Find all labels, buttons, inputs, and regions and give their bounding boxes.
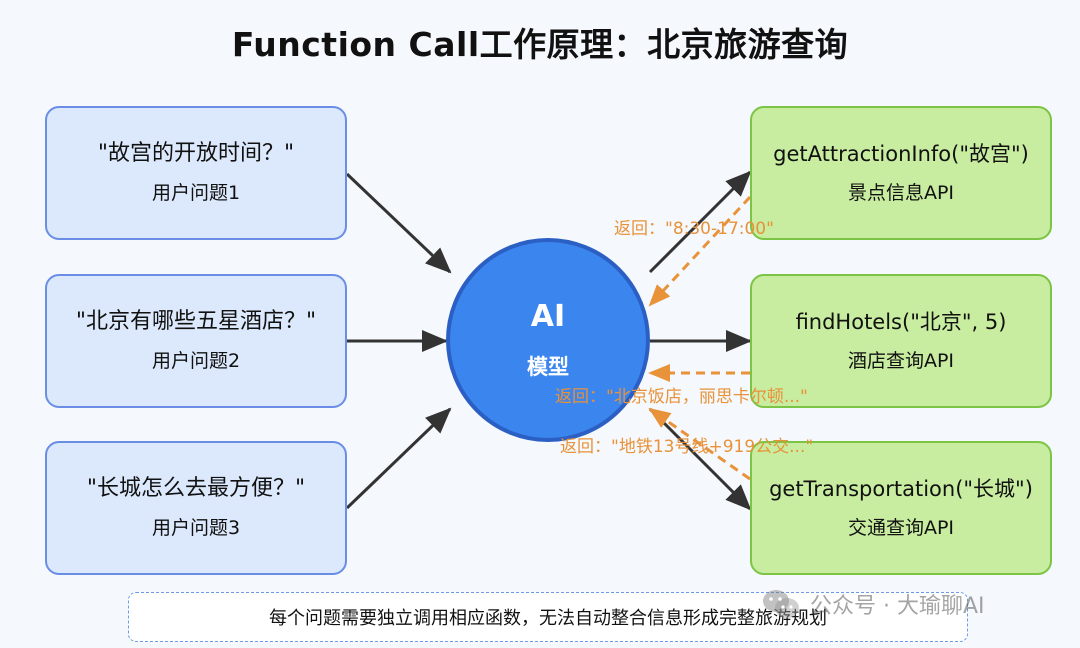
api-label-1: 景点信息API	[847, 182, 955, 204]
api-label-2: 酒店查询API	[847, 350, 955, 372]
api-call-2: findHotels("北京", 5)	[795, 310, 1007, 334]
question-label-1: 用户问题1	[151, 182, 241, 204]
api-box-3: getTransportation("长城") 交通查询API	[750, 441, 1052, 575]
return-label-2: 返回："北京饭店，丽思卡尔顿..."	[555, 387, 808, 407]
api-label-3: 交通查询API	[847, 517, 955, 539]
question-text-2: "北京有哪些五星酒店？"	[75, 309, 317, 334]
wechat-icon	[763, 590, 799, 618]
api-box-2: findHotels("北京", 5) 酒店查询API	[750, 274, 1052, 408]
api-call-3: getTransportation("长城")	[769, 477, 1033, 501]
watermark-text: 公众号 · 大瑜聊AI	[810, 594, 985, 619]
arrow-ai-api1	[648, 170, 752, 274]
return-label-3: 返回："地铁13号线+919公交..."	[560, 437, 814, 457]
watermark: 公众号 · 大瑜聊AI	[762, 588, 985, 620]
arrow-q1-ai	[345, 172, 452, 274]
ai-subtitle: 模型	[527, 355, 569, 379]
question-text-1: "故宫的开放时间？"	[97, 141, 295, 166]
question-text-3: "长城怎么去最方便？"	[86, 476, 306, 501]
question-label-2: 用户问题2	[151, 350, 241, 372]
question-box-3: "长城怎么去最方便？" 用户问题3	[45, 441, 347, 575]
ai-title: AI	[530, 299, 566, 334]
arrow-q3-ai	[345, 407, 452, 510]
return-arrow-3	[648, 407, 751, 481]
return-label-1: 返回："8:30-17:00"	[614, 219, 774, 239]
api-call-1: getAttractionInfo("故宫")	[773, 142, 1029, 166]
question-label-3: 用户问题3	[151, 517, 241, 539]
diagram-title: Function Call工作原理：北京旅游查询	[231, 25, 849, 64]
return-arrow-1	[648, 195, 752, 307]
question-box-1: "故宫的开放时间？" 用户问题1	[45, 106, 347, 240]
api-box-1: getAttractionInfo("故宫") 景点信息API	[750, 106, 1052, 240]
question-box-2: "北京有哪些五星酒店？" 用户问题2	[45, 274, 347, 408]
arrow-ai-api3	[648, 407, 752, 511]
ai-model-node: AI 模型	[446, 238, 650, 442]
bottom-note: 每个问题需要独立调用相应函数，无法自动整合信息形成完整旅游规划	[128, 592, 968, 642]
